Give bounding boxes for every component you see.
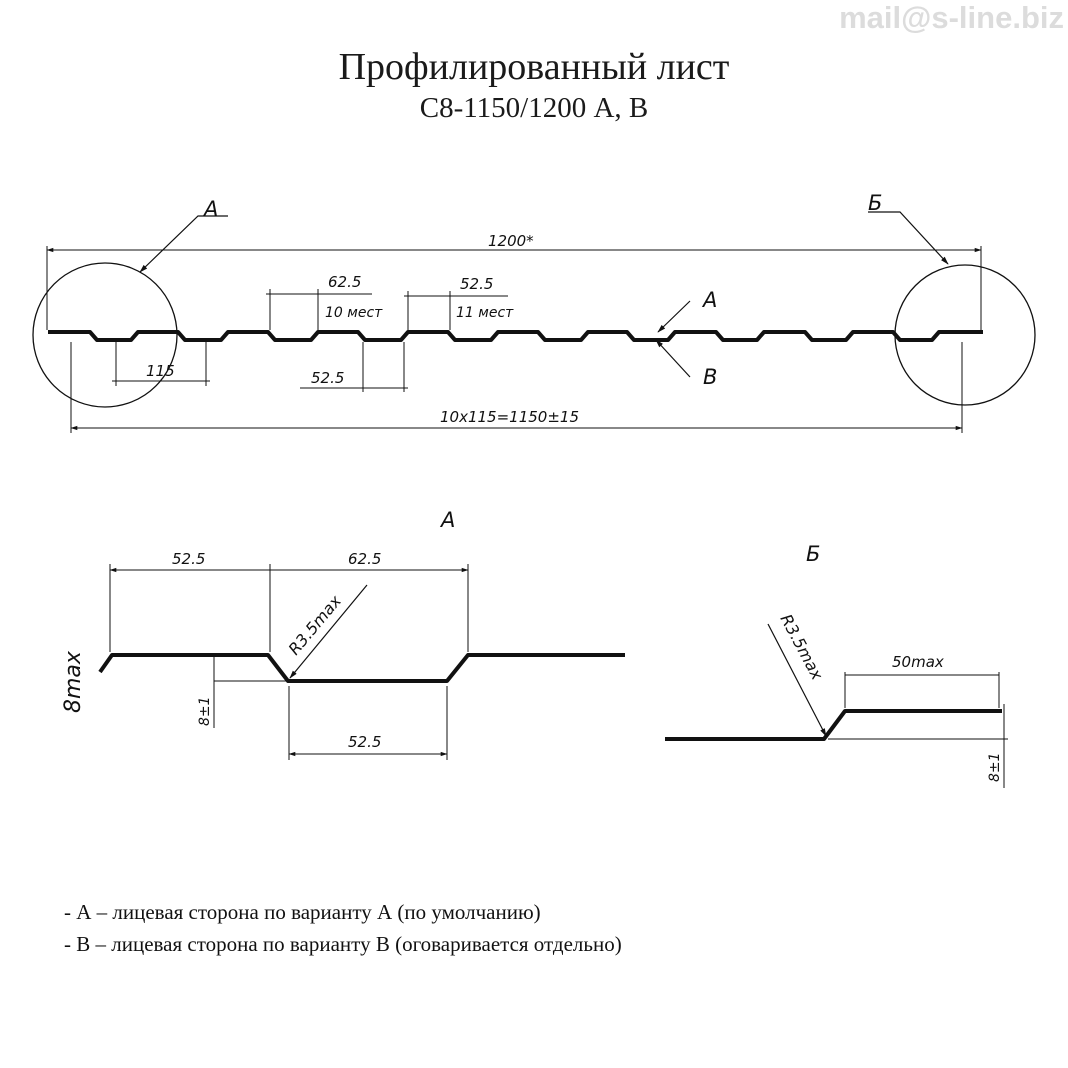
email-watermark: mail@s-line.biz xyxy=(839,0,1064,35)
detail-b-radius-leader xyxy=(767,623,827,737)
detail-a-profile xyxy=(98,653,625,683)
detail-a-height-tol-label: 8±1 xyxy=(197,696,213,726)
dim-pitch xyxy=(112,342,210,386)
valley-count-label: 11 мест xyxy=(456,305,514,321)
page-subtitle: С8-1150/1200 А, В xyxy=(419,92,649,124)
detail-b-profile xyxy=(665,709,1002,741)
face-a-label: А xyxy=(701,288,717,312)
detail-a-height-max-label: 8max xyxy=(61,650,86,713)
title-block: Профилированный лист С8-1150/1200 А, В xyxy=(0,44,1068,126)
page-title: Профилированный лист xyxy=(338,46,730,88)
legend-item: - В – лицевая сторона по варианту В (ого… xyxy=(64,932,622,956)
crest-count-label: 10 мест xyxy=(325,305,383,321)
valley-bottom-label: 52.5 xyxy=(311,369,344,387)
dim-valley-bottom xyxy=(300,342,408,392)
detail-circle-b xyxy=(894,264,1036,406)
detail-a-label: А xyxy=(439,508,455,532)
callout-label-b: Б xyxy=(868,191,882,215)
pitch-label: 115 xyxy=(146,362,175,380)
detail-a-valley-top-label: 62.5 xyxy=(348,550,381,568)
detail-b-radius-label: R3.5max xyxy=(776,611,827,683)
sheet-profile xyxy=(48,330,983,342)
legend-item: - А – лицевая сторона по варианту А (по … xyxy=(64,900,541,924)
overview-drawing: А Б 1200* 62.5 10 мест 52.5 11 мест А В … xyxy=(32,191,1036,433)
face-a-arrow xyxy=(657,300,691,333)
face-b-label: В xyxy=(703,365,717,389)
dim-valley-top xyxy=(404,291,508,330)
detail-b-label: Б xyxy=(806,542,820,566)
detail-a-crest-label: 52.5 xyxy=(172,550,205,568)
total-width-label: 1200* xyxy=(488,232,534,250)
detail-a-radius-leader xyxy=(289,584,368,679)
useful-width-label: 10x115=1150±15 xyxy=(440,408,579,426)
valley-top-width-label: 52.5 xyxy=(460,275,493,293)
callout-leader-a xyxy=(139,215,228,273)
dim-useful-width xyxy=(70,342,963,433)
face-b-arrow xyxy=(655,339,691,378)
dim-overall-width xyxy=(46,246,982,330)
detail-a-drawing: А 52.5 62.5 R3.5max 8max 8±1 52.5 xyxy=(61,508,625,760)
detail-b-height-tol-label: 8±1 xyxy=(987,752,1003,782)
crest-width-label: 62.5 xyxy=(328,273,361,291)
detail-a-bottom-label: 52.5 xyxy=(348,733,381,751)
legend: - А – лицевая сторона по варианту А (по … xyxy=(64,896,622,960)
detail-b-drawing: Б R3.5max 50max 8±1 xyxy=(665,542,1008,788)
dim-crest-width xyxy=(266,289,372,330)
callout-label-a: А xyxy=(202,197,218,221)
callout-leader-b xyxy=(868,211,949,265)
detail-b-width-label: 50max xyxy=(892,653,944,671)
detail-circle-a xyxy=(32,262,178,408)
